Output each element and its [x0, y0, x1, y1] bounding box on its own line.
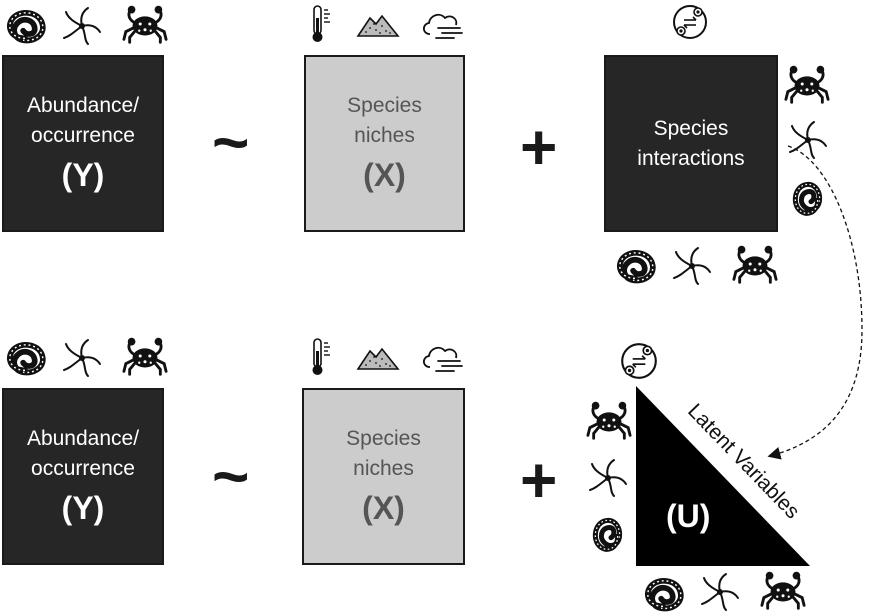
response-symbol: (Y) — [61, 489, 105, 526]
plus-operator: + — [520, 444, 558, 516]
response-box: Abundance/ occurrence (Y) — [2, 388, 164, 565]
response-symbol: (Y) — [61, 156, 105, 193]
plus-operator: + — [520, 111, 558, 183]
worm-icon — [586, 516, 626, 556]
brittle-star-icon — [700, 572, 740, 612]
interaction-icon — [618, 340, 660, 382]
brittle-star-icon — [588, 458, 628, 498]
niche-label: Species niches — [346, 426, 421, 480]
worm-icon — [612, 246, 658, 284]
niche-label: Species niches — [347, 93, 422, 147]
niche-symbol: (X) — [362, 489, 405, 526]
worm-icon — [2, 6, 48, 44]
interaction-icon — [670, 2, 710, 42]
wind-icon — [420, 341, 464, 375]
brittle-star-icon — [62, 338, 102, 378]
crab-icon — [760, 570, 806, 610]
crab-icon — [732, 244, 778, 284]
crab-icon — [586, 400, 632, 440]
wind-icon — [420, 8, 464, 42]
latent-symbol: (U) — [666, 498, 711, 534]
sediment-icon — [356, 10, 400, 40]
response-label: Abundance/ occurrence — [26, 93, 140, 147]
response-label: Abundance/ occurrence — [26, 426, 140, 480]
worm-icon — [786, 180, 826, 220]
niche-box: Species niches (X) — [304, 55, 465, 232]
crab-icon — [122, 336, 168, 376]
brittle-star-icon — [672, 246, 712, 286]
thermometer-icon — [306, 337, 336, 377]
worm-icon — [2, 338, 48, 376]
response-box: Abundance/ occurrence (Y) — [2, 55, 164, 232]
niche-box: Species niches (X) — [302, 388, 465, 565]
brittle-star-icon — [788, 120, 828, 160]
crab-icon — [122, 4, 168, 44]
latent-variables-triangle — [636, 386, 810, 566]
tilde-operator: ~ — [212, 440, 250, 512]
worm-icon — [640, 574, 686, 612]
sediment-icon — [356, 343, 400, 373]
interactions-box: Species interactions — [604, 55, 778, 232]
interactions-label: Species interactions — [637, 116, 745, 170]
crab-icon — [784, 64, 830, 104]
niche-symbol: (X) — [363, 156, 406, 193]
thermometer-icon — [306, 4, 336, 44]
brittle-star-icon — [62, 6, 102, 46]
tilde-operator: ~ — [212, 106, 250, 178]
